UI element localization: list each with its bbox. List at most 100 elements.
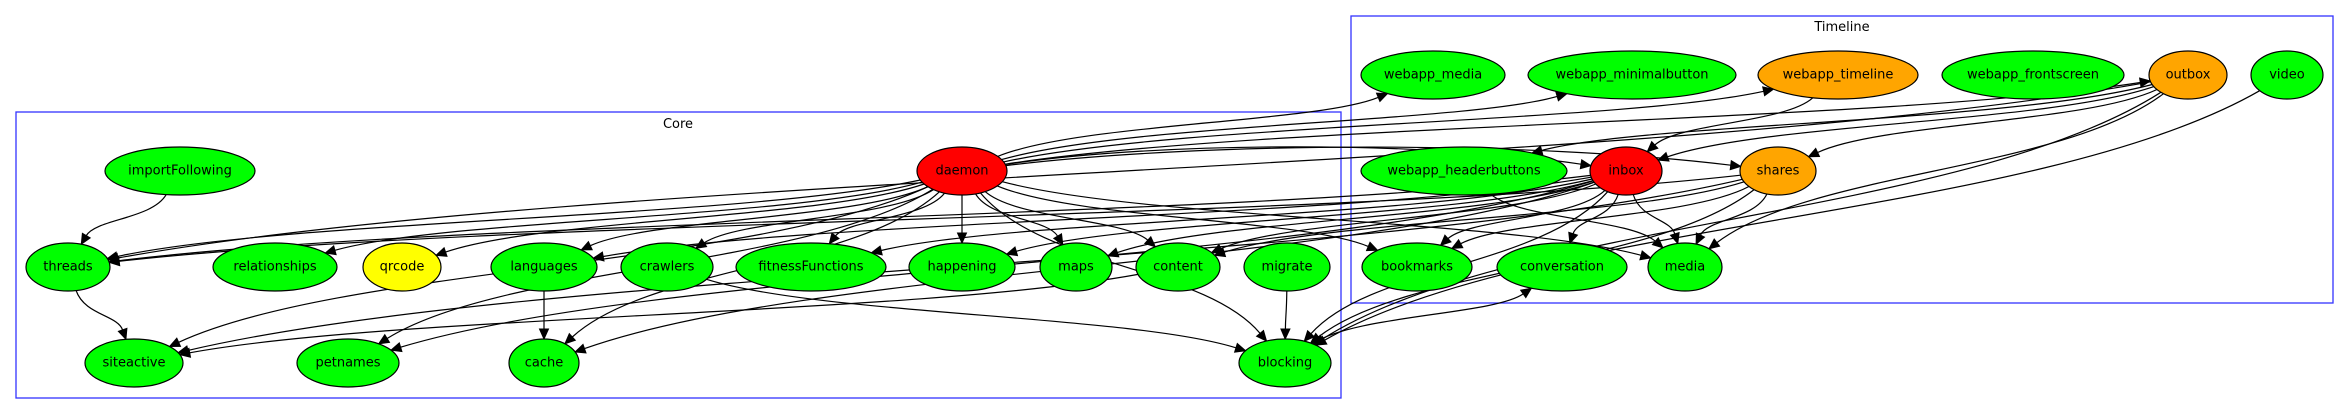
edge-inbox-to-happening: [1005, 180, 1594, 257]
node-ellipse[interactable]: [916, 146, 1008, 196]
node-qrcode[interactable]: qrcode: [362, 242, 442, 292]
node-label: blocking: [1258, 356, 1313, 371]
arrowhead-icon: [117, 327, 128, 341]
node-ellipse[interactable]: [1527, 50, 1737, 100]
node-ellipse[interactable]: [84, 338, 184, 388]
arrowhead-icon: [1255, 329, 1268, 342]
node-label: cache: [525, 356, 564, 371]
node-ellipse[interactable]: [1589, 146, 1663, 196]
node-migrate[interactable]: migrate: [1243, 242, 1331, 292]
node-ellipse[interactable]: [508, 338, 580, 388]
node-ellipse[interactable]: [620, 242, 714, 292]
arrowhead-icon: [1807, 147, 1821, 158]
node-label: siteactive: [103, 356, 166, 371]
arrowhead-icon: [1005, 246, 1019, 257]
edge-line: [1324, 90, 2260, 341]
node-ellipse[interactable]: [1238, 338, 1332, 388]
arrowhead-icon: [870, 245, 883, 256]
node-ellipse[interactable]: [1496, 242, 1628, 292]
edge-line: [1699, 193, 1768, 236]
node-label: maps: [1058, 260, 1094, 275]
node-crawlers[interactable]: crawlers: [620, 242, 714, 292]
cluster-timeline: Timeline: [1350, 15, 2334, 304]
node-label: daemon: [935, 164, 988, 179]
node-conversation[interactable]: conversation: [1496, 242, 1628, 292]
node-siteactive[interactable]: siteactive: [84, 338, 184, 388]
node-video[interactable]: video: [2250, 50, 2324, 100]
edge-line: [1312, 293, 1524, 345]
node-ellipse[interactable]: [362, 242, 442, 292]
node-label: outbox: [2166, 68, 2211, 83]
node-ellipse[interactable]: [1941, 50, 2125, 100]
node-ellipse[interactable]: [1135, 242, 1221, 292]
node-label: webapp_frontscreen: [1967, 68, 2099, 83]
node-languages[interactable]: languages: [490, 242, 598, 292]
node-blocking[interactable]: blocking: [1238, 338, 1332, 388]
edge-importFollowing-to-threads: [80, 194, 167, 246]
arrowhead-icon: [1568, 231, 1579, 245]
node-ellipse[interactable]: [296, 338, 400, 388]
node-webapp_headerbuttons[interactable]: webapp_headerbuttons: [1360, 146, 1568, 196]
edge-outbox-to-shares: [1807, 88, 2158, 158]
node-webapp_frontscreen[interactable]: webapp_frontscreen: [1941, 50, 2125, 100]
arrowhead-icon: [1762, 86, 1775, 97]
edge-daemon-to-webapp_media: [997, 92, 1389, 157]
node-ellipse[interactable]: [212, 242, 338, 292]
node-ellipse[interactable]: [1360, 50, 1506, 100]
node-label: webapp_minimalbutton: [1555, 68, 1708, 83]
node-importFollowing[interactable]: importFollowing: [104, 146, 256, 196]
node-ellipse[interactable]: [1647, 242, 1723, 292]
edge-threads-to-siteactive: [75, 290, 128, 341]
node-ellipse[interactable]: [735, 242, 887, 292]
node-content[interactable]: content: [1135, 242, 1221, 292]
node-maps[interactable]: maps: [1039, 242, 1113, 292]
cluster-core-label: Core: [663, 117, 693, 132]
node-label: inbox: [1608, 164, 1644, 179]
node-relationships[interactable]: relationships: [212, 242, 338, 292]
node-ellipse[interactable]: [25, 242, 111, 292]
arrowhead-icon: [592, 251, 605, 262]
edge-line: [703, 189, 934, 244]
edge-line: [975, 193, 1059, 237]
edge-inbox-to-conversation: [1568, 194, 1619, 245]
node-ellipse[interactable]: [1739, 146, 1817, 196]
node-fitnessFunctions[interactable]: fitnessFunctions: [735, 242, 887, 292]
node-cache[interactable]: cache: [508, 338, 580, 388]
node-petnames[interactable]: petnames: [296, 338, 400, 388]
node-media[interactable]: media: [1647, 242, 1723, 292]
edge-line: [1117, 181, 1595, 254]
node-ellipse[interactable]: [2250, 50, 2324, 100]
node-happening[interactable]: happening: [908, 242, 1016, 292]
node-inbox[interactable]: inbox: [1589, 146, 1663, 196]
node-ellipse[interactable]: [908, 242, 1016, 292]
node-label: shares: [1757, 164, 1800, 179]
node-webapp_media[interactable]: webapp_media: [1360, 50, 1506, 100]
node-ellipse[interactable]: [104, 146, 256, 196]
node-ellipse[interactable]: [490, 242, 598, 292]
edge-line: [1716, 93, 2164, 244]
arrowhead-icon: [434, 246, 448, 257]
node-webapp_minimalbutton[interactable]: webapp_minimalbutton: [1527, 50, 1737, 100]
node-shares[interactable]: shares: [1739, 146, 1817, 196]
node-ellipse[interactable]: [2148, 50, 2228, 100]
node-daemon[interactable]: daemon: [916, 146, 1008, 196]
arrowhead-icon: [1579, 158, 1593, 170]
node-ellipse[interactable]: [1039, 242, 1113, 292]
node-threads[interactable]: threads: [25, 242, 111, 292]
node-ellipse[interactable]: [1757, 50, 1919, 100]
node-webapp_timeline[interactable]: webapp_timeline: [1757, 50, 1919, 100]
arrowhead-icon: [573, 343, 587, 354]
node-label: importFollowing: [128, 164, 232, 179]
edge-line: [1572, 194, 1619, 234]
node-outbox[interactable]: outbox: [2148, 50, 2228, 100]
edges-layer: [75, 77, 2260, 358]
node-ellipse[interactable]: [1361, 242, 1473, 292]
edge-line: [1224, 181, 1745, 253]
edge-blocking-to-conversation: [1312, 287, 1533, 345]
node-bookmarks[interactable]: bookmarks: [1361, 242, 1473, 292]
edge-line: [189, 273, 1139, 354]
node-ellipse[interactable]: [1360, 146, 1568, 196]
edge-line: [1667, 86, 2155, 158]
node-ellipse[interactable]: [1243, 242, 1331, 292]
edge-line: [997, 96, 1379, 157]
